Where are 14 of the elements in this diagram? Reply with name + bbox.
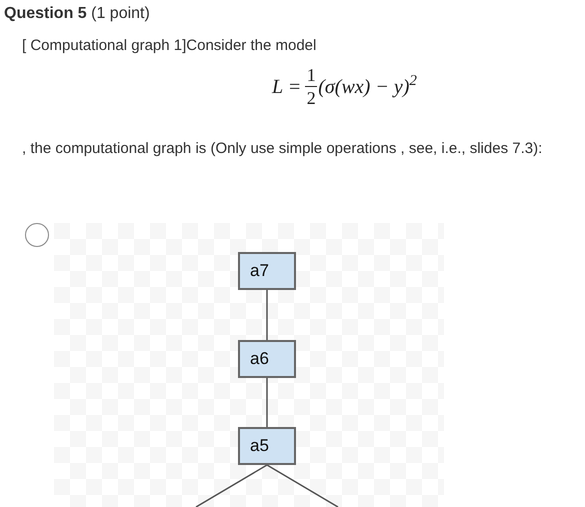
connector-line xyxy=(196,464,268,507)
graph-node-box: a6 xyxy=(238,340,296,378)
connector-line xyxy=(266,464,338,507)
question-text: [ Computational graph 1]Consider the model xyxy=(22,36,316,56)
connector-line xyxy=(266,378,268,427)
formula-lhs: L = xyxy=(272,74,302,100)
question-title: Question 5 (1 point) xyxy=(4,4,150,24)
question-text: , the computational graph is (Only use simple operations , see, i.e., slides 7.3): xyxy=(22,139,542,159)
fraction-numerator: 1 xyxy=(306,66,316,84)
fraction-denominator: 2 xyxy=(306,89,316,107)
connector-line xyxy=(266,290,268,340)
graph-node-box: a5 xyxy=(238,427,296,465)
graph-node-box: a7 xyxy=(238,252,296,290)
formula-rhs: (σ(wx) − y)$^{2}$ xyxy=(318,72,417,100)
